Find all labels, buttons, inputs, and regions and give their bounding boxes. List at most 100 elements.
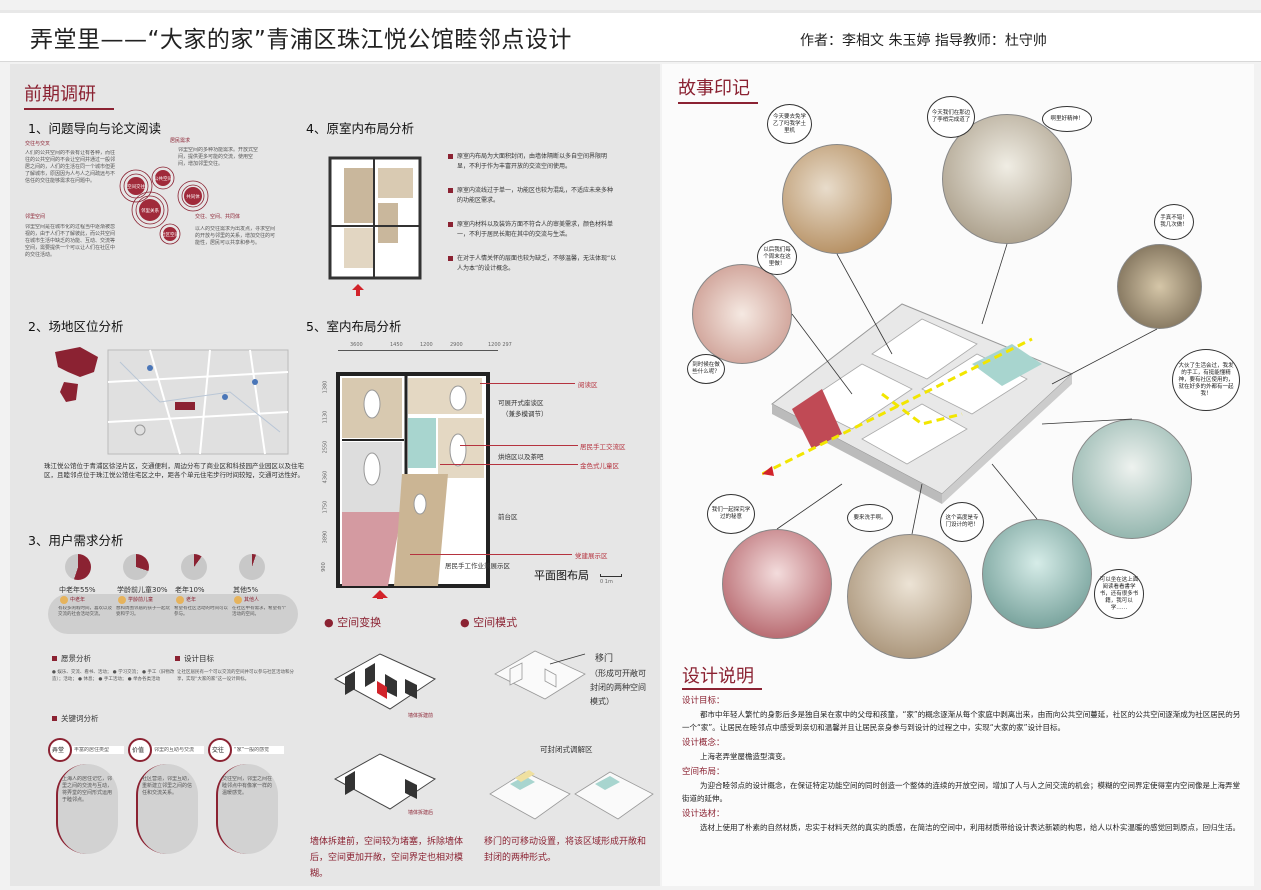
design-note-text: 选材上使用了朴素的自然材质，忠实于材料天然的真实的质感，在简洁的空间中，利用材质… <box>700 823 1240 832</box>
design-note-head: 设计概念： <box>682 738 725 748</box>
user-desc: 在社区中有需求，希望有个活动的空间。 <box>232 606 286 617</box>
speech-bubble-9: 要来洗手啊。 <box>847 504 893 532</box>
story-title: 故事印记 <box>678 78 750 99</box>
goal-title: 设计目标 <box>175 654 255 664</box>
shanghai-map-shape <box>60 382 78 402</box>
design-note-head: 空间布局： <box>682 767 725 777</box>
map-pin-icon <box>222 394 228 400</box>
user-avatar-icon <box>118 596 126 604</box>
keyword-bar <box>72 746 124 754</box>
original-layout-point: 原室内流线过于单一，功能区也较为混乱，不适应未来多种的功能区需求。 <box>448 186 618 206</box>
map-pin-icon <box>147 365 153 371</box>
design-title: 设计说明 <box>682 666 754 687</box>
user-avatar-icon <box>234 596 242 604</box>
design-note-text: 都市中年轻人繁忙的身影后多是独自呆在家中的父母和孩童，“家”的概念逐渐从每个家庭… <box>682 710 1241 732</box>
keyword-desc: 交往空间，邻里之间在睦邻点中有像家一样的温暖感觉。 <box>222 776 272 796</box>
scale-bar <box>600 574 622 577</box>
s1-right-text2: 以人的交往需求为出发点，寻求空间的开放与邻里的关系，增加交往的可能性，居民可以共… <box>195 226 275 246</box>
concept-circle-4: 共同体 <box>186 193 200 200</box>
concept-circle-3: 邻里关系 <box>141 207 159 214</box>
map-pin-icon <box>252 379 258 385</box>
concept-circle-5: 社区空间 <box>161 231 179 238</box>
plan-dimension-line <box>338 350 498 351</box>
research-section-title: 前期调研 <box>24 84 96 105</box>
after-label: 墙体拆建后 <box>408 810 434 816</box>
design-note-text: 上海老弄堂屋檐造型演变。 <box>700 752 790 761</box>
china-map-shape <box>55 347 98 377</box>
s4-title: 4、原室内布局分析 <box>306 121 414 136</box>
user-desc: 想和周围邻居的孩子一起玩耍和学习。 <box>116 606 170 617</box>
header-top-rule <box>0 10 1261 13</box>
wish-text: ● 娱乐、交流、看书、活动； ● 学习交流； ● 手工（旧物改造）；活动； ● … <box>52 670 175 682</box>
s2-caption: 珠江悦公馆位于青浦区徐泾片区，交通便利，周边分布了商业区和科技园产业园区以及住宅… <box>44 462 304 479</box>
story-photo-6 <box>722 529 832 639</box>
keyword-circle <box>128 738 152 762</box>
transform-title: 空间变换 <box>337 616 382 629</box>
entrance-arrow-icon <box>352 284 364 296</box>
plan-dimension-top: 1200 <box>420 342 433 348</box>
user-avatar-icon <box>60 596 68 604</box>
story-photo-4 <box>692 264 792 364</box>
mode-title: 空间模式 <box>473 616 518 629</box>
keyword-circle <box>208 738 232 762</box>
entrance-arrow-icon <box>372 590 388 599</box>
user-desc: 希望有社区活动的时间可以参与。 <box>174 606 228 617</box>
original-floor-plan <box>328 156 422 296</box>
concept-circle-1: 空间交往 <box>127 183 145 190</box>
new-floor-plan <box>336 372 490 599</box>
speech-bubble-2: 今天我们在那边了李梢完成道了 <box>927 96 975 138</box>
research-panel: 前期调研 1、问题导向与论文阅读 交往与交叉 人们的公共空间的不会有让有各种，而… <box>10 64 660 886</box>
door-text: （形成可开敞可封闭的两种空间模式） <box>590 669 646 706</box>
research-title-underline <box>24 108 114 110</box>
mode-caption: 移门的可移动设置，将该区域形成开敞和封闭的两种形式。 <box>484 837 647 863</box>
sliding-door-axon <box>494 650 586 700</box>
plan-dimension-top: 1200 297 <box>488 342 512 348</box>
story-photo-1 <box>782 144 892 254</box>
page-title: 弄堂里——“大家的家”青浦区珠江悦公馆睦邻点设计 <box>30 27 572 53</box>
plan-label-leader <box>440 464 578 465</box>
keyword-desc: 上海人的居住记忆，邻里之间的交流与互动，将弄堂的空间形式运用于睦邻点。 <box>62 776 112 803</box>
mode-title-wrap: ● 空间模式 <box>460 616 518 629</box>
original-layout-point: 在对于人情关怀的层面也较为缺乏，不够温馨，无法体现“以人为本”的设计概念。 <box>448 254 618 274</box>
s1-concept-diagram: 空间交往 公共空间 邻里关系 共同体 社区空间 <box>119 166 209 245</box>
keyword-head: 邻里的互助与交流 <box>154 747 195 753</box>
speech-bubble-3: 啊里好精神！ <box>1042 106 1092 132</box>
plan-zone-label: 金色式儿童区 <box>580 462 619 470</box>
user-avatar-icon <box>176 596 184 604</box>
map-zoom-circle <box>134 424 146 436</box>
plan-zone-label: 居民手工交流区 <box>580 443 626 451</box>
design-note-text: 为迎合睦邻点的设计概念，在保证特定功能空间的同时创造一个整体的连续的开放空间，增… <box>682 781 1240 803</box>
user-name: 中老年 <box>70 597 86 603</box>
original-layout-point: 原室内材料以及装饰方面不符合人的审美需求，颜色材料单一，不利于居民长期在其中的交… <box>448 220 618 240</box>
plan-zone-label: 居民手工作业兼展示区 <box>445 562 510 570</box>
door-label: 移门 <box>595 654 614 664</box>
story-connectors <box>776 243 1158 535</box>
s1-left-head: 交往与交叉 <box>25 141 51 147</box>
plan-zone-label: （兼多模调节） <box>502 410 548 418</box>
s3-title: 3、用户需求分析 <box>28 533 124 548</box>
plan-zone-label: 党建展示区 <box>575 552 608 560</box>
speech-bubble-10: 这个高度是专门设计的吧！ <box>940 502 984 542</box>
s1-right-text: 邻里空间的多种功能需求。开放式空间，提供更多可能的交流，使用空间，增加邻里交往。 <box>178 147 258 167</box>
keyword-bar <box>232 746 284 754</box>
plan-label-leader <box>480 383 575 384</box>
closed-zone-label: 可封闭式调解区 <box>540 745 593 754</box>
plan-label-leader <box>410 554 572 555</box>
plan-dimension-top: 2900 <box>450 342 463 348</box>
plan-dimension-top: 3600 <box>350 342 363 348</box>
speech-bubble-5: 以后我们每个周末在这里做！ <box>757 239 797 275</box>
story-title-underline <box>678 102 758 104</box>
user-pie-1 <box>65 554 91 580</box>
user-name: 老年 <box>186 597 197 603</box>
user-pie-3 <box>181 554 207 580</box>
keyword-drop <box>136 764 198 854</box>
before-label: 墙体拆建前 <box>408 713 434 719</box>
original-layout-point: 原室内布局为大面积封闭，由墙体隔断以多自空间界限明显，不利于作为丰富开放的交流空… <box>448 152 618 172</box>
keyword-drop <box>56 764 118 854</box>
keyword-bar <box>152 746 204 754</box>
entrance-arrow-icon <box>762 466 774 476</box>
author-line: 作者：李相文 朱玉婷 指导教师：杜守帅 <box>800 33 1047 49</box>
keyword-word: 交往 <box>212 747 225 754</box>
user-desc: 有较多闲暇时间，喜欢以及交流的社会活动交流。 <box>58 606 112 617</box>
keyword-word: 弄堂 <box>52 747 65 754</box>
